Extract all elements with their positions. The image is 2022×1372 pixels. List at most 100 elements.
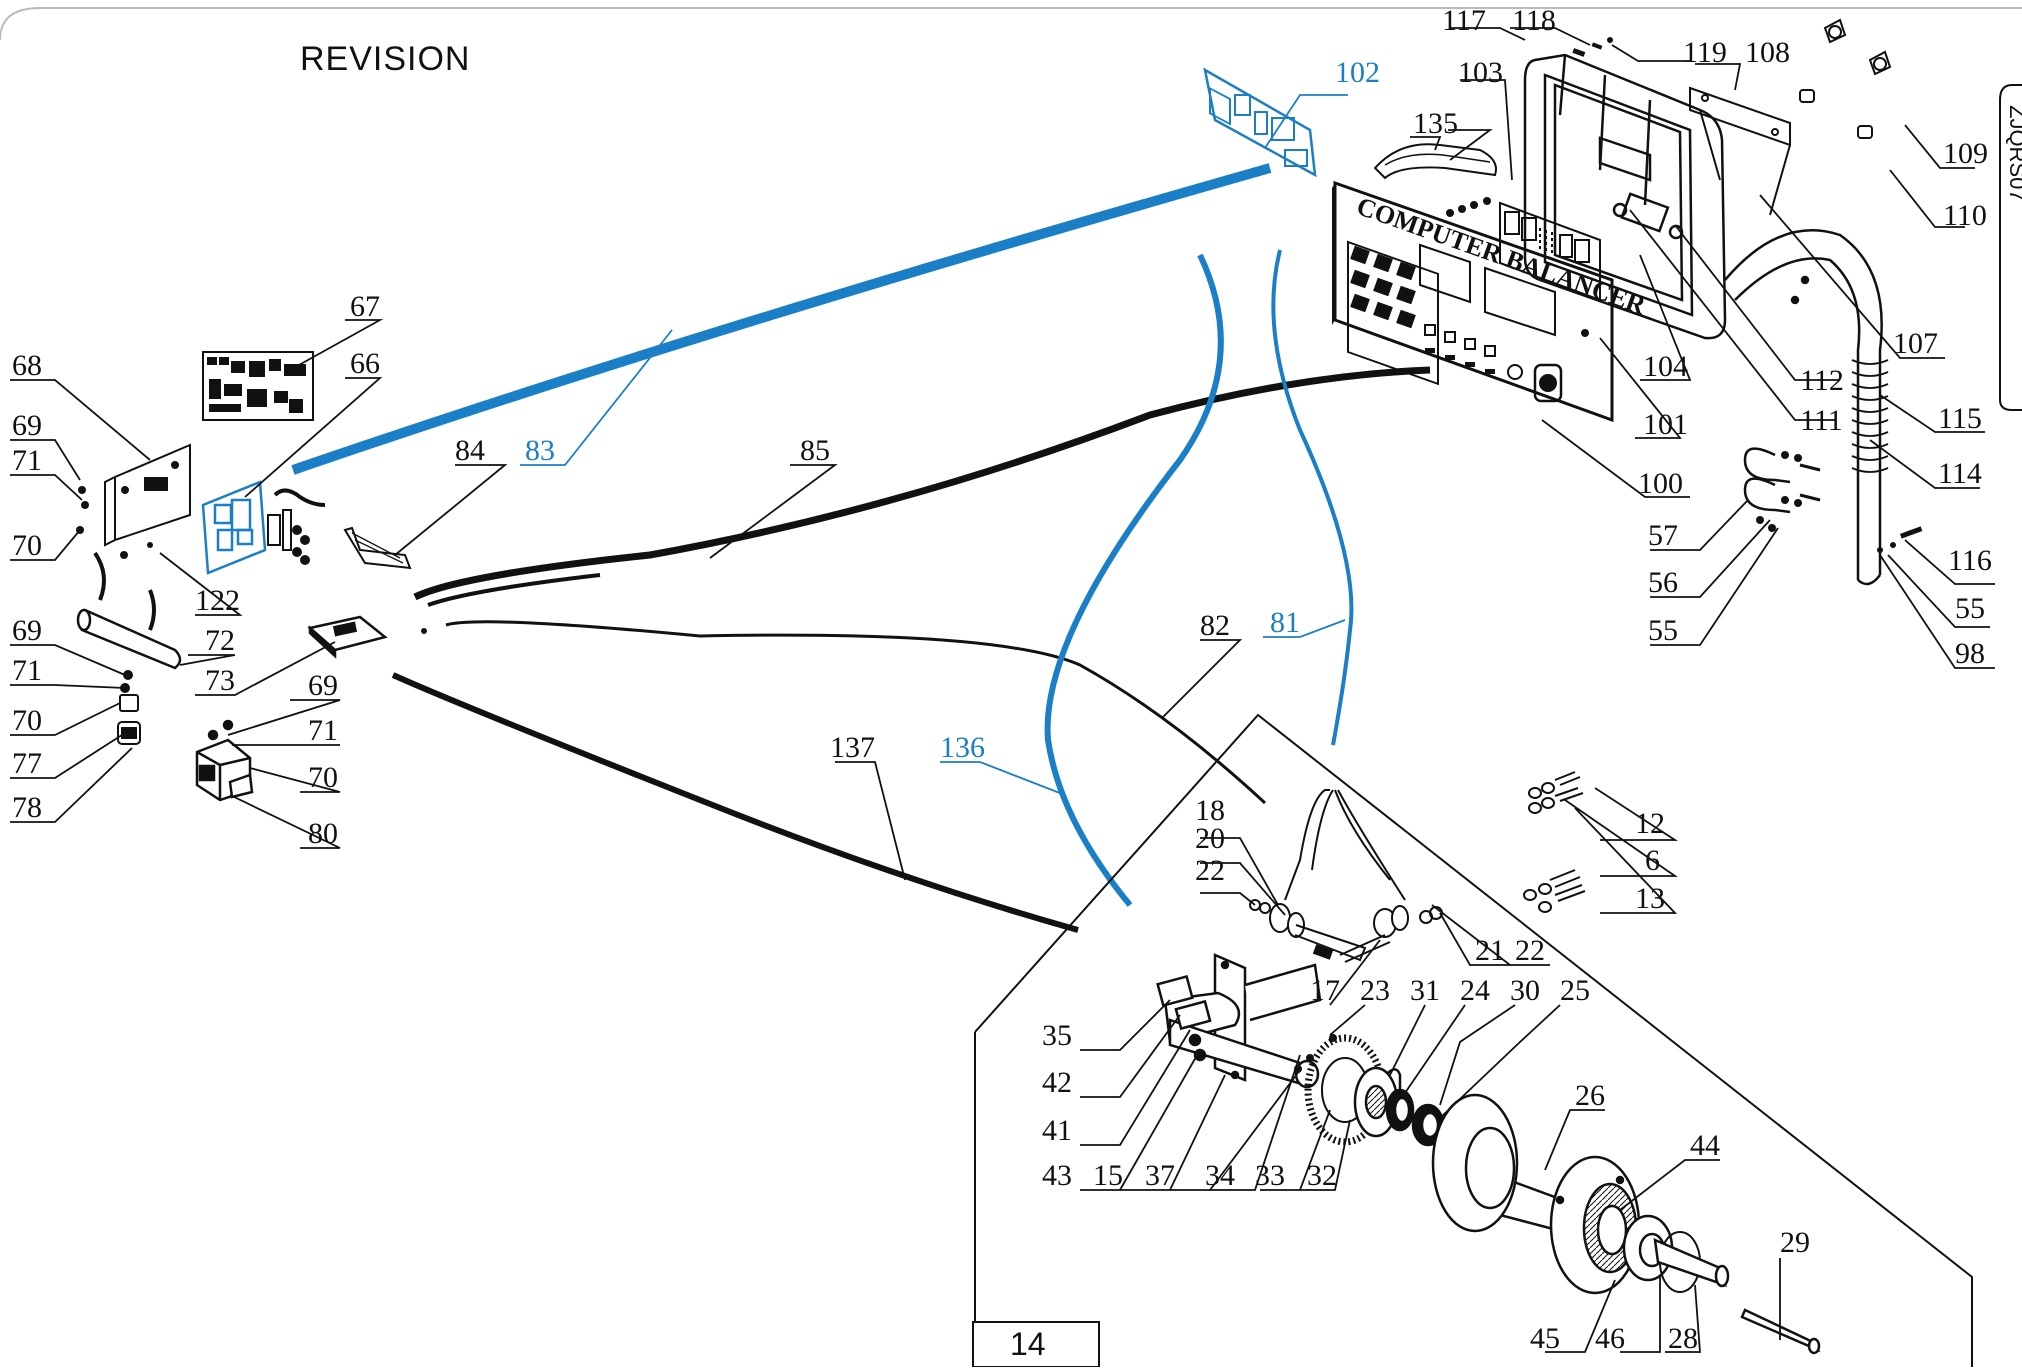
cable-136 (1044, 253, 1224, 907)
callout-42: 42 (1042, 1066, 1072, 1099)
callout-108: 108 (1745, 36, 1790, 69)
callout-18: 18 (1195, 794, 1225, 827)
cable-85b (427, 573, 601, 607)
callout-22b: 22 (1515, 934, 1545, 967)
callout-104: 104 (1643, 350, 1688, 383)
callout-46: 46 (1595, 1322, 1625, 1355)
relay-77-78 (117, 670, 141, 745)
callout-31: 31 (1410, 974, 1440, 1007)
callout-78: 78 (12, 791, 42, 824)
callout-15: 15 (1093, 1159, 1123, 1192)
cable-72 (93, 551, 156, 631)
callout-23: 23 (1360, 974, 1390, 1007)
cable-137 (391, 672, 1079, 933)
callout-17: 17 (1310, 974, 1340, 1007)
callout-56: 56 (1648, 566, 1678, 599)
right-edge-tab (1999, 84, 2022, 411)
callout-71c: 71 (308, 714, 338, 747)
callout-57: 57 (1648, 519, 1678, 552)
callout-26: 26 (1575, 1079, 1605, 1112)
callout-labels: 117 118 119 108 102 103 135 109 110 107 … (12, 4, 1992, 1355)
callout-28: 28 (1668, 1322, 1698, 1355)
tube-72 (76, 608, 182, 670)
cable-81 (1271, 249, 1354, 746)
callout-135: 135 (1413, 107, 1458, 140)
board-67 (202, 351, 314, 421)
callout-103: 103 (1458, 56, 1503, 89)
plate-68 (104, 443, 191, 547)
callout-44: 44 (1690, 1129, 1720, 1162)
sensor-assembly (1249, 789, 1443, 963)
callout-100: 100 (1638, 467, 1683, 500)
callout-55b: 55 (1955, 592, 1985, 625)
callout-136: 136 (940, 731, 985, 764)
callout-29: 29 (1780, 1226, 1810, 1259)
bolts-12-6-13 (1523, 771, 1586, 913)
keypad (1347, 240, 1439, 386)
pcb-102 (1203, 67, 1317, 178)
callout-98: 98 (1955, 637, 1985, 670)
detail-frame (974, 713, 1973, 1367)
callout-12: 12 (1635, 807, 1665, 840)
callout-71a: 71 (12, 444, 42, 477)
callout-137: 137 (830, 731, 875, 764)
screws-117-119 (1572, 37, 1613, 57)
callout-85: 85 (800, 434, 830, 467)
ribbon-135 (1373, 143, 1497, 180)
callout-66: 66 (350, 347, 380, 380)
cable-85 (413, 366, 1431, 601)
callout-77: 77 (12, 747, 42, 780)
callout-21: 21 (1475, 934, 1505, 967)
callout-35: 35 (1042, 1019, 1072, 1052)
callout-20: 20 (1195, 822, 1225, 855)
revision-label: REVISION (300, 40, 471, 78)
callout-111: 111 (1800, 404, 1843, 437)
cables (291, 163, 1431, 933)
callout-114: 114 (1938, 457, 1982, 490)
callout-118: 118 (1512, 4, 1556, 37)
u-bolts-57 (1743, 447, 1821, 514)
callout-81: 81 (1270, 606, 1300, 639)
callout-41: 41 (1042, 1114, 1072, 1147)
callout-13: 13 (1635, 882, 1665, 915)
knobs-109 (1799, 18, 1892, 139)
bracket-108 (1689, 86, 1791, 216)
callout-33: 33 (1255, 1159, 1285, 1192)
console-housing (1523, 53, 1727, 340)
callout-25: 25 (1560, 974, 1590, 1007)
board-73 (307, 615, 388, 659)
sheet-number-box (972, 1321, 1100, 1368)
callout-109: 109 (1943, 137, 1988, 170)
callout-32: 32 (1307, 1159, 1337, 1192)
callout-112: 112 (1800, 364, 1844, 397)
callout-30: 30 (1510, 974, 1540, 1007)
callout-119: 119 (1683, 36, 1727, 69)
sheet-border (0, 7, 2022, 41)
cable-83 (291, 163, 1272, 475)
callout-117: 117 (1442, 4, 1486, 37)
callout-70b: 70 (12, 704, 42, 737)
transformer-80 (195, 719, 254, 802)
callout-83: 83 (525, 434, 555, 467)
callout-43: 43 (1042, 1159, 1072, 1192)
arm-115 (1724, 229, 1889, 586)
callout-70c: 70 (308, 761, 338, 794)
callout-6: 6 (1645, 844, 1660, 877)
callout-101: 101 (1643, 408, 1688, 441)
board-66 (201, 480, 267, 575)
callout-80: 80 (308, 817, 338, 850)
leader-lines (10, 27, 1995, 1353)
callout-71b: 71 (12, 654, 42, 687)
callout-68: 68 (12, 349, 42, 382)
cable-82 (445, 620, 1267, 805)
callout-122: 122 (195, 584, 240, 617)
callout-69c: 69 (308, 669, 338, 702)
callout-84: 84 (455, 434, 485, 467)
callout-72: 72 (205, 624, 235, 657)
callout-69b: 69 (12, 614, 42, 647)
flange-shaft-26 (1431, 1093, 1730, 1295)
callout-24: 24 (1460, 974, 1490, 1007)
callout-22a: 22 (1195, 854, 1225, 887)
